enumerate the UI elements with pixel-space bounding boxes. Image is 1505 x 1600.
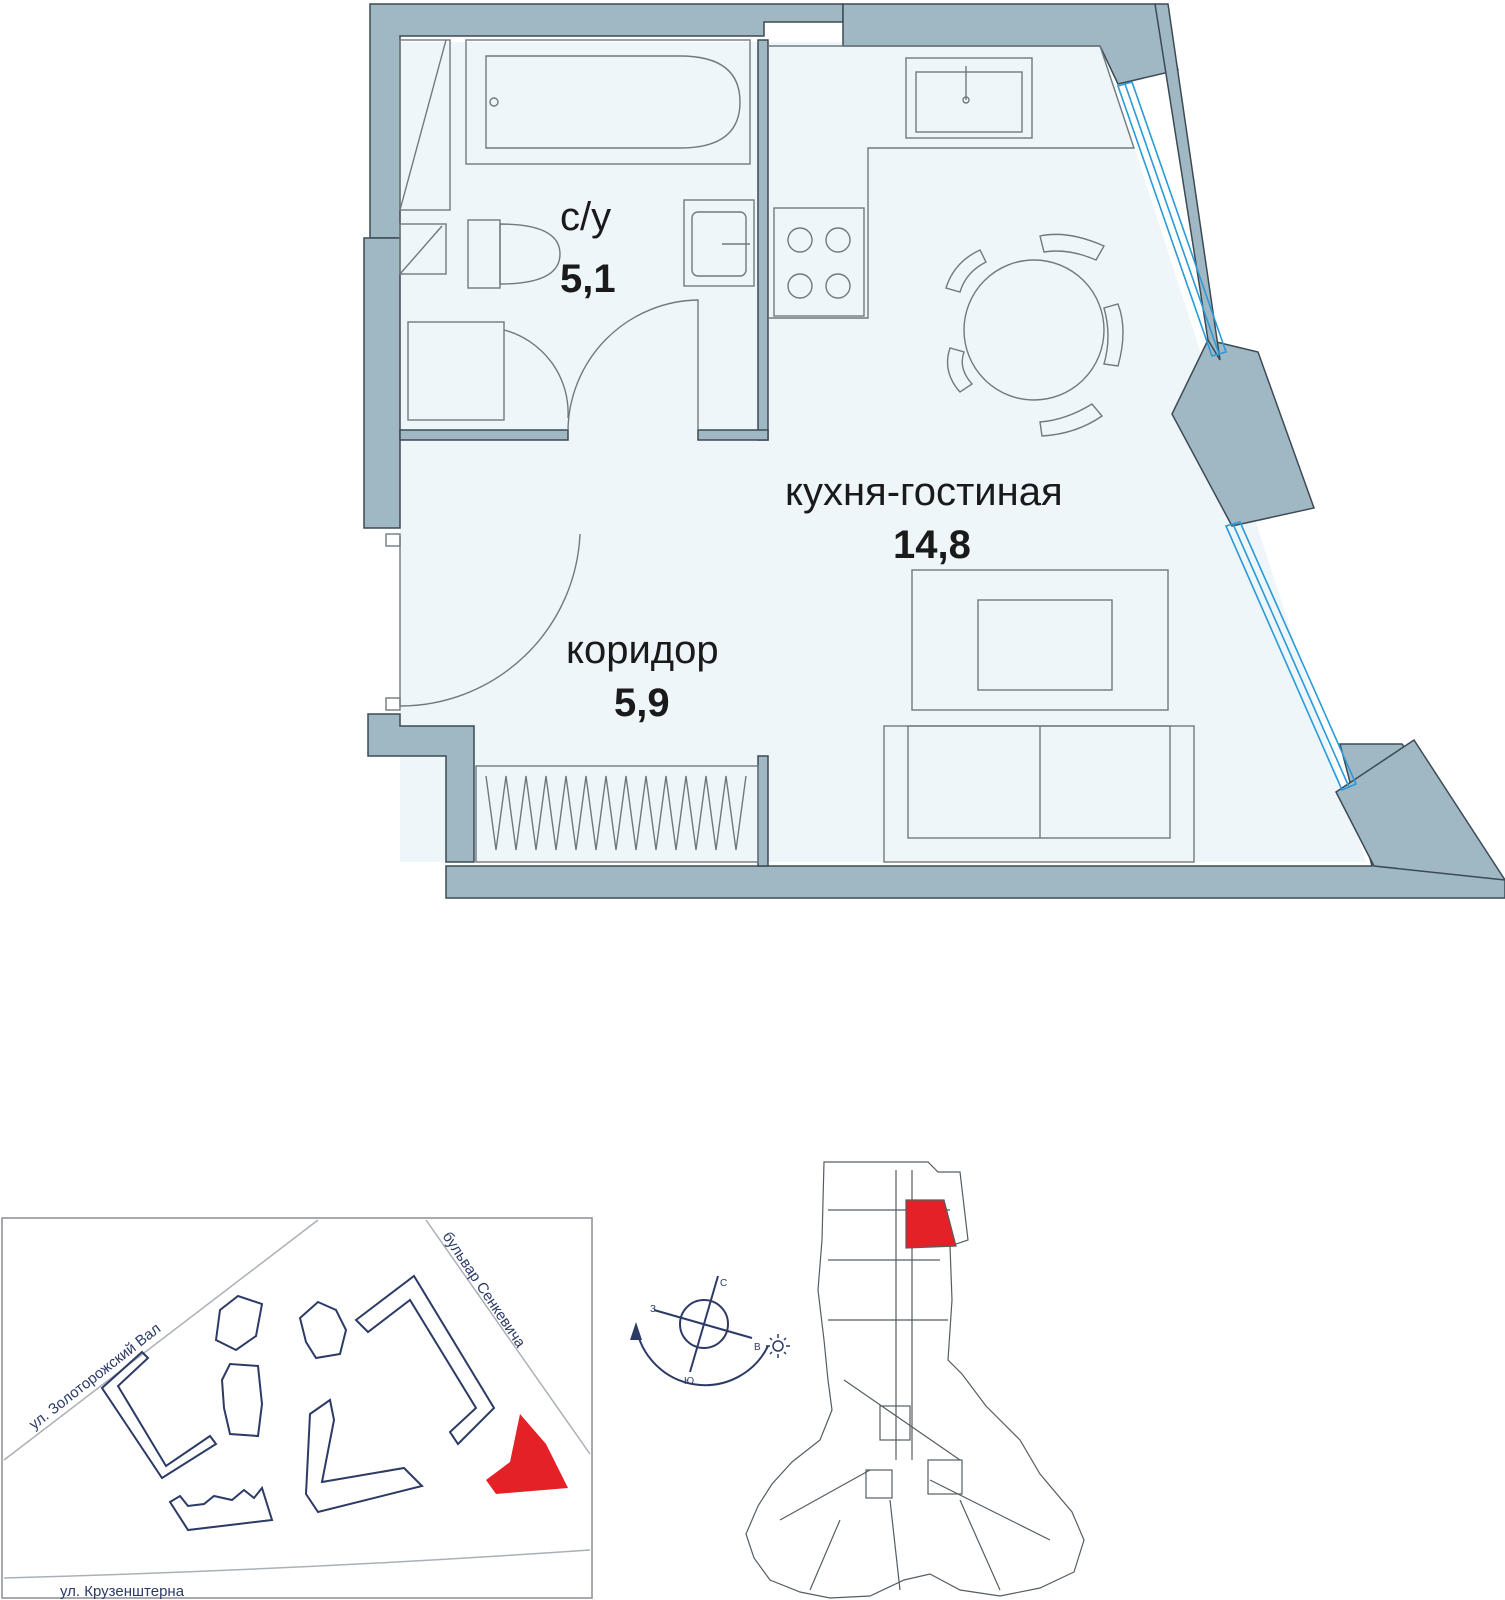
building-block-2 [168,1485,274,1532]
site-map: ул. Золоторожский Вал бульвар Сенкевича … [1,1217,593,1600]
bathroom-sink [683,199,755,287]
wall-left-lower [367,713,475,863]
road-zolotorozhsky [3,1219,319,1461]
wall-left-upper [363,237,401,529]
compass-south: Ю [684,1376,694,1387]
wall-bath-right [757,39,769,441]
street-kruzenshterna: ул. Крузенштерна [60,1583,185,1600]
apartment-plan: с/у 5,1 кухня-гостиная 14,8 коридор 5,9 [363,3,1505,899]
compass: С З В Ю [630,1275,790,1387]
apartment-highlight [905,1199,957,1249]
building-block-7 [354,1274,496,1446]
compass-east: В [754,1342,761,1353]
utility-niche [399,39,451,275]
building-highlight [486,1414,568,1494]
site-map-frame [1,1217,593,1599]
kitchen-living-area: 14,8 [893,523,971,567]
compass-north: С [720,1278,727,1289]
washing-machine [407,321,569,421]
compass-arrow [630,1322,642,1340]
building-block-3 [214,1294,264,1352]
dining-table [945,233,1124,437]
door-hinge-top [385,533,401,547]
window-upper [1116,81,1228,357]
toilet [467,219,561,289]
road-senkevicha [425,1219,591,1455]
corridor-area: 5,9 [614,681,670,725]
door-hinge-bottom [385,697,401,711]
building-block-1 [100,1350,218,1480]
sofa [883,725,1195,863]
bathroom-area: 5,1 [560,257,616,301]
floor-key-plan [745,1161,1085,1599]
bathroom-name: с/у [560,195,611,239]
road-kruzenshterna [3,1549,591,1579]
corridor-name: коридор [566,628,719,672]
wardrobe [475,765,759,863]
building-block-4 [220,1362,264,1438]
wall-wardrobe-right [757,755,769,867]
sun-icon [766,1334,790,1358]
wall-right-pier-1 [1171,339,1315,527]
coffee-table [911,569,1169,711]
entrance-door [399,533,581,707]
wall-right-pier-2 [1335,738,1505,881]
bathtub [465,39,751,165]
bathroom-door [567,299,699,431]
kitchen-counter [768,45,1135,319]
wall-bath-bottom-left [399,429,569,441]
wall-bath-bottom-right [697,429,769,441]
window-lower [1224,521,1358,792]
key-plan-outline [745,1161,1085,1599]
floor-area [400,42,1366,862]
building-block-5 [298,1300,348,1360]
cooktop [773,207,865,317]
compass-arc [635,1325,769,1387]
building-block-6 [304,1398,424,1514]
compass-west: З [650,1304,656,1315]
wall-right-outer [1154,3,1221,361]
kitchen-living-name: кухня-гостиная [785,470,1063,514]
